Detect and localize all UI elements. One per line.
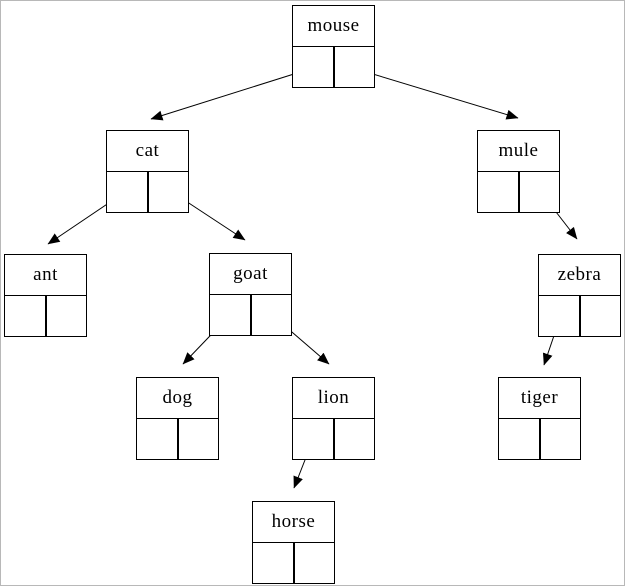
tree-node-mouse: mouse bbox=[292, 5, 375, 88]
node-label: tiger bbox=[498, 377, 581, 419]
node-label: goat bbox=[209, 253, 292, 295]
right-pointer-cell bbox=[250, 295, 292, 336]
node-label: ant bbox=[4, 254, 87, 296]
tree-node-lion: lion bbox=[292, 377, 375, 460]
right-pointer-cell bbox=[333, 419, 375, 460]
left-pointer-cell bbox=[538, 296, 580, 337]
left-pointer-cell bbox=[498, 419, 540, 460]
edge-arrow-mouse-right-to-mule bbox=[352, 67, 519, 120]
node-label: mouse bbox=[292, 5, 375, 47]
right-pointer-cell bbox=[177, 419, 219, 460]
node-label: mule bbox=[477, 130, 560, 172]
right-pointer-cell bbox=[45, 296, 87, 337]
tree-node-dog: dog bbox=[136, 377, 219, 460]
node-label: lion bbox=[292, 377, 375, 419]
tree-node-tiger: tiger bbox=[498, 377, 581, 460]
left-pointer-cell bbox=[252, 543, 294, 584]
tree-node-horse: horse bbox=[252, 501, 335, 584]
node-label: cat bbox=[106, 130, 189, 172]
left-pointer-cell bbox=[292, 419, 334, 460]
right-pointer-cell bbox=[518, 172, 560, 213]
tree-node-ant: ant bbox=[4, 254, 87, 337]
right-pointer-cell bbox=[333, 47, 375, 88]
edge-arrow-mouse-left-to-cat bbox=[150, 67, 314, 121]
left-pointer-cell bbox=[4, 296, 46, 337]
tree-node-zebra: zebra bbox=[538, 254, 621, 337]
tree-node-mule: mule bbox=[477, 130, 560, 213]
node-label: horse bbox=[252, 501, 335, 543]
tree-node-goat: goat bbox=[209, 253, 292, 336]
right-pointer-cell bbox=[293, 543, 335, 584]
node-label: zebra bbox=[538, 254, 621, 296]
left-pointer-cell bbox=[477, 172, 519, 213]
left-pointer-cell bbox=[106, 172, 148, 213]
tree-node-cat: cat bbox=[106, 130, 189, 213]
left-pointer-cell bbox=[136, 419, 178, 460]
left-pointer-cell bbox=[292, 47, 334, 88]
left-pointer-cell bbox=[209, 295, 251, 336]
right-pointer-cell bbox=[147, 172, 189, 213]
right-pointer-cell bbox=[539, 419, 581, 460]
node-label: dog bbox=[136, 377, 219, 419]
right-pointer-cell bbox=[579, 296, 621, 337]
